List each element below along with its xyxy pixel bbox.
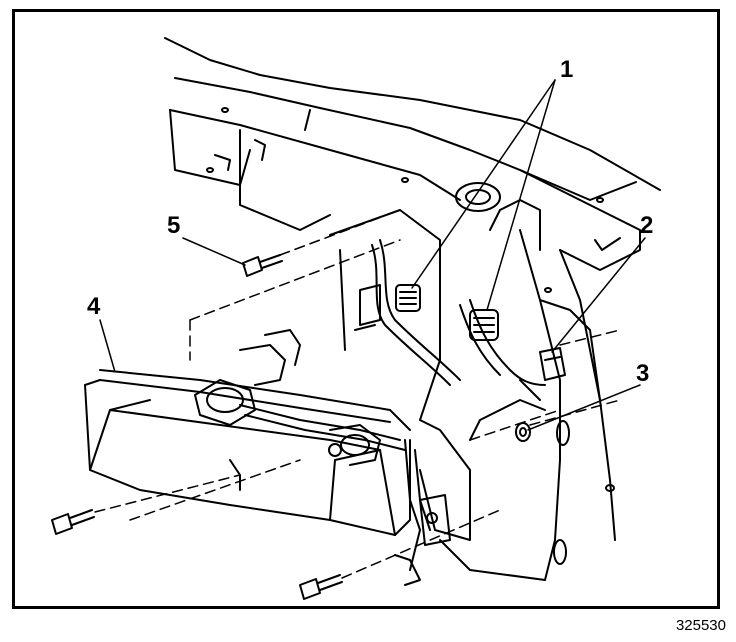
headlamp-socket-area xyxy=(194,329,381,466)
callout-2: 2 xyxy=(640,212,654,239)
leader-2 xyxy=(551,237,646,353)
leader-1b xyxy=(486,79,556,311)
harness-connector-right xyxy=(469,309,499,341)
lower-bracket xyxy=(419,494,451,546)
leader-lines xyxy=(99,79,646,431)
leader-5 xyxy=(182,237,246,266)
diagram-frame xyxy=(12,9,720,609)
bolt-lamp-bottom xyxy=(299,574,343,600)
harness-connector-left xyxy=(395,284,421,312)
mounting-nut xyxy=(515,422,531,442)
headlamp-mounting-bracket xyxy=(329,209,546,541)
leader-1a xyxy=(411,79,556,289)
figure-number: 325530 xyxy=(675,617,726,634)
bolt-upper xyxy=(242,254,283,277)
radiator-support-frame xyxy=(164,37,661,541)
leader-4 xyxy=(99,319,116,373)
callout-1: 1 xyxy=(560,56,574,83)
callout-3: 3 xyxy=(636,360,650,387)
callout-4: 4 xyxy=(87,293,101,320)
side-support-panel xyxy=(439,199,601,581)
headlamp-housing xyxy=(84,369,411,536)
callout-5: 5 xyxy=(167,212,181,239)
wiring-harness xyxy=(239,239,546,586)
bolt-lamp-left xyxy=(51,509,95,535)
alignment-lines xyxy=(94,209,621,579)
leader-3 xyxy=(527,384,641,431)
